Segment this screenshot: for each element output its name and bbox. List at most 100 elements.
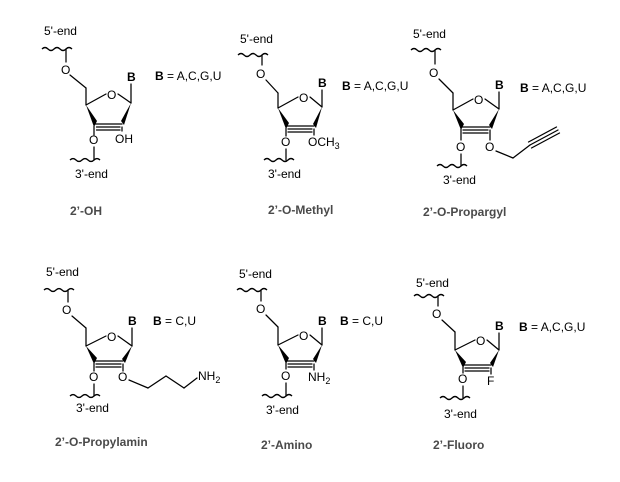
o5-atom: O [256,302,265,316]
o5-atom: O [256,67,265,81]
ring-oxygen-atom: O [107,330,116,344]
o3-atom: O [89,133,98,147]
wedge-bond [490,350,499,367]
five-prime-wavy-bond [236,287,268,293]
base-definition: B = C,U [153,314,196,328]
base-atom: B [318,76,327,90]
o3-atom: O [458,372,467,386]
caption-2-fluoro: 2’-Fluoro [433,438,484,452]
three-prime-wavy-bond [69,393,101,399]
ring-bond [85,335,107,347]
three-prime-wavy-bond [69,157,101,163]
five-prime-wavy-bond [41,46,73,52]
propylamin-oxygen-atom: O [118,370,127,384]
triple-bond [529,129,559,146]
three-prime-wavy-bond [263,157,295,163]
three-prime-label: 3'-end [76,401,109,415]
three-prime-label: 3'-end [266,403,299,417]
three-prime-label: 3'-end [443,173,476,187]
ring-bond [85,93,107,106]
bond [165,375,185,389]
wedge-bond [313,107,322,128]
three-prime-label: 3'-end [75,167,108,181]
five-prime-label: 5'-end [240,32,273,46]
three-prime-wavy-bond [436,163,468,169]
bond [495,150,514,159]
caption-2-o-propargyl: 2’-O-Propargyl [423,205,506,219]
five-prime-label: 5'-end [239,267,272,281]
five-prime-label: 5'-end [44,24,77,38]
base-atom: B [127,70,136,84]
wedge-bond [313,345,322,363]
bond [265,314,279,328]
structure-2-fluoro: 5'-end O O B O 3'-end F B = A,C,G,U 2’-F… [413,276,585,452]
structure-2-o-propylamin: 5'-end O O B O 3'-end O NH2 B = C,U 2’-O… [43,265,220,449]
structure-2-o-propargyl: 5'-end O O B O 3'-end O B = A,C,G,U 2’-O… [410,27,586,219]
bond [441,319,456,333]
caption-2-oh: 2’-OH [70,204,102,218]
o5-atom: O [61,63,70,77]
bond [147,375,167,389]
ring-bond [277,96,299,109]
ring-bond [117,335,133,347]
base-definition: B = A,C,G,U [155,69,221,83]
o3-atom: O [89,370,98,384]
bond [69,74,87,89]
ring-oxygen-atom: O [476,334,485,348]
ring-oxygen-atom: O [299,91,308,105]
bond [128,379,149,389]
five-prime-wavy-bond [413,293,445,299]
ring-bond [454,339,476,351]
five-prime-wavy-bond [43,287,75,293]
triple-bond [530,132,561,149]
wedge-bond [121,103,131,125]
structure-2-amino: 5'-end O O B O 3'-end NH2 B = C,U 2’-Ami… [236,267,383,452]
o5-atom: O [62,303,71,317]
triple-bond [527,126,558,143]
o3-atom: O [281,135,290,149]
ring-bond [452,98,474,111]
bond [71,315,87,329]
ring-oxygen-atom: O [299,329,308,343]
substituent-nh2: NH2 [308,370,330,386]
bond [183,377,198,389]
base-atom: B [495,319,504,333]
o3-atom: O [456,140,465,154]
wedge-bond [455,350,466,368]
five-prime-label: 5'-end [413,27,446,41]
three-prime-label: 3'-end [444,407,477,421]
ring-bond [486,339,500,351]
substituent-och3: OCH3 [308,135,340,151]
substituent-fluoro: F [487,374,494,388]
bond [438,78,454,94]
substituent-nh2: NH2 [198,369,220,385]
wedge-bond [489,109,499,129]
ring-oxygen-atom: O [474,93,483,107]
wedge-bond [122,346,132,363]
wedge-bond [278,108,289,129]
propargyl-oxygen-atom: O [485,140,494,154]
wedge-bond [453,110,464,130]
three-prime-wavy-bond [261,393,293,399]
ring-bond [277,334,299,346]
wedge-bond [86,105,97,127]
five-prime-label: 5'-end [416,276,449,290]
wedge-bond [86,346,97,364]
structure-2-o-methyl: 5'-end O O B O 3'-end OCH3 B = A,C,G,U 2… [237,32,408,217]
ring-bond [117,93,132,104]
five-prime-label: 5'-end [46,265,79,279]
base-definition: B = A,C,G,U [342,79,408,93]
substituent-oh: OH [115,132,133,146]
base-definition: B = C,U [340,314,383,328]
ring-bond [309,96,323,108]
five-prime-wavy-bond [410,47,442,53]
ring-oxygen-atom: O [107,88,116,102]
base-atom: B [128,314,137,328]
ring-bond [484,98,500,110]
base-definition: B = A,C,G,U [519,320,585,334]
base-atom: B [495,78,504,92]
caption-2-amino: 2’-Amino [261,438,312,452]
three-prime-wavy-bond [439,395,471,401]
